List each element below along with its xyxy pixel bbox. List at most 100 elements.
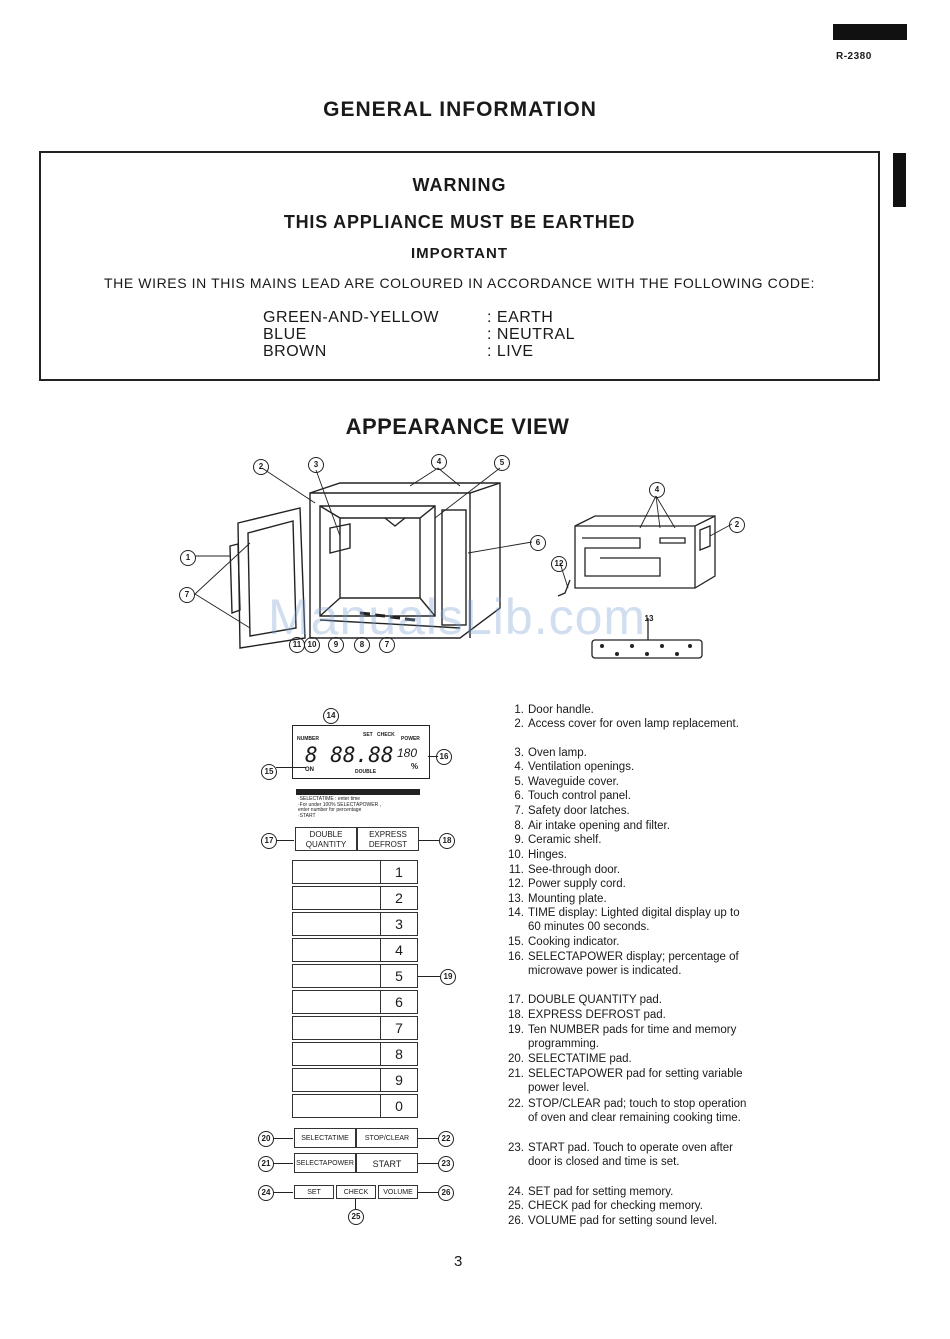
legend-item: 11.See-through door. [508,864,621,876]
callout-marker: 12 [551,556,567,572]
callout-marker: 22 [438,1131,454,1147]
lcd-label-double: DOUBLE [355,769,377,775]
callout-marker: 13 [644,614,654,623]
lcd-label-on: ON [305,767,314,773]
callout-marker: 4 [649,482,665,498]
callout-marker: 24 [258,1185,274,1201]
leader-line [276,767,306,768]
callout-marker: 19 [440,969,456,985]
callout-marker: 26 [438,1185,454,1201]
number-pad-3[interactable]: 3 [292,912,418,936]
legend-item: 4.Ventilation openings. [514,761,635,773]
leader-line [428,756,438,757]
legend-item: 24.SET pad for setting memory. [508,1186,674,1198]
legend-item: 7.Safety door latches. [514,805,630,817]
legend-item: 2.Access cover for oven lamp replacement… [514,718,739,730]
legend-item: 5.Waveguide cover. [514,776,619,788]
callout-marker: 3 [308,457,324,473]
callout-marker: 2 [729,517,745,533]
legend-item: 14.TIME display: Lighted digital display… [508,907,740,933]
legend-item: 6.Touch control panel. [514,790,631,802]
legend-item: 19.Ten NUMBER pads for time and memory p… [508,1024,737,1050]
legend-item: 9.Ceramic shelf. [514,834,602,846]
callout-marker: 17 [261,833,277,849]
instruction-bar [296,789,420,795]
check-pad[interactable]: CHECK [336,1185,376,1199]
callout-marker: 2 [253,459,269,475]
volume-pad[interactable]: VOLUME [378,1185,418,1199]
legend-item: 12.Power supply cord. [508,878,626,890]
instruction-text: ·SELECTATIME : enter time ·For under 100… [298,796,381,819]
lcd-label-set: SET [363,732,373,738]
wire-code-text: THE WIRES IN THIS MAINS LEAD ARE COLOURE… [103,275,815,291]
callout-marker: 16 [436,749,452,765]
express-defrost-pad[interactable]: EXPRESS DEFROST [357,827,419,851]
callout-marker: 25 [348,1209,364,1225]
callout-marker: 21 [258,1156,274,1172]
page-title: GENERAL INFORMATION [323,98,597,121]
leader-line [418,976,440,977]
leader-line [418,1192,438,1193]
callout-marker: 6 [530,535,546,551]
callout-marker: 5 [494,455,510,471]
legend-item: 10.Hinges. [508,849,567,861]
callout-marker: 9 [328,637,344,653]
legend-item: 20.SELECTATIME pad. [508,1053,632,1065]
lcd-label-check: CHECK [377,732,395,738]
number-pad-5[interactable]: 5 [292,964,418,988]
warning-heading: WARNING [412,175,507,195]
legend-item: 21.SELECTAPOWER pad for setting variable… [508,1068,743,1094]
wire-colour: GREEN-AND-YELLOW [263,309,440,326]
legend-item: 16.SELECTAPOWER display; percentage of m… [508,951,739,977]
stop-clear-pad[interactable]: STOP/CLEAR [356,1128,418,1148]
page-number: 3 [454,1253,463,1270]
appearance-title: APPEARANCE VIEW [345,414,570,439]
number-pad-4[interactable]: 4 [292,938,418,962]
lcd-label-number: NUMBER [297,736,319,742]
legend-item: 18.EXPRESS DEFROST pad. [508,1009,666,1021]
legend-item: 15.Cooking indicator. [508,936,620,948]
wire-colour: BROWN [263,343,327,360]
callout-marker: 10 [304,637,320,653]
leader-line [276,840,294,841]
lcd-label-power: POWER [401,736,420,742]
selectapower-pad[interactable]: SELECTAPOWER [294,1153,356,1173]
leader-line [355,1199,356,1209]
start-pad[interactable]: START [356,1153,418,1173]
model-number: R-2380 [836,51,872,62]
number-pad-8[interactable]: 8 [292,1042,418,1066]
legend-item: 13.Mounting plate. [508,893,607,905]
number-pad-6[interactable]: 6 [292,990,418,1014]
number-pad-2[interactable]: 2 [292,886,418,910]
callout-marker: 4 [431,454,447,470]
set-pad[interactable]: SET [294,1185,334,1199]
callout-marker: 7 [379,637,395,653]
warning-box: WARNING THIS APPLIANCE MUST BE EARTHED I… [39,151,880,381]
callout-marker: 15 [261,764,277,780]
number-pad-1[interactable]: 1 [292,860,418,884]
legend-item: 23.START pad. Touch to operate oven afte… [508,1142,734,1168]
selectatime-pad[interactable]: SELECTATIME [294,1128,356,1148]
leader-line [273,1138,293,1139]
legend-item: 17.DOUBLE QUANTITY pad. [508,994,662,1006]
wire-function: : NEUTRAL [487,326,576,343]
callout-marker: 23 [438,1156,454,1172]
important-heading: IMPORTANT [410,245,509,262]
wire-colour: BLUE [263,326,307,343]
wire-function: : EARTH [487,309,554,326]
warning-subheading: THIS APPLIANCE MUST BE EARTHED [283,212,636,232]
number-pad-9[interactable]: 9 [292,1068,418,1092]
leader-line [419,840,439,841]
number-pad-7[interactable]: 7 [292,1016,418,1040]
leader-line [273,1192,293,1193]
callout-marker: 18 [439,833,455,849]
leader-line [273,1163,293,1164]
lcd-percent: % [411,762,419,771]
leader-line [418,1163,438,1164]
callout-marker: 20 [258,1131,274,1147]
legend-item: 3.Oven lamp. [514,747,587,759]
lcd-time-digits: 8 88.88 [305,743,394,767]
number-pad-0[interactable]: 0 [292,1094,418,1118]
callout-marker: 7 [179,587,195,603]
double-quantity-pad[interactable]: DOUBLE QUANTITY [295,827,357,851]
